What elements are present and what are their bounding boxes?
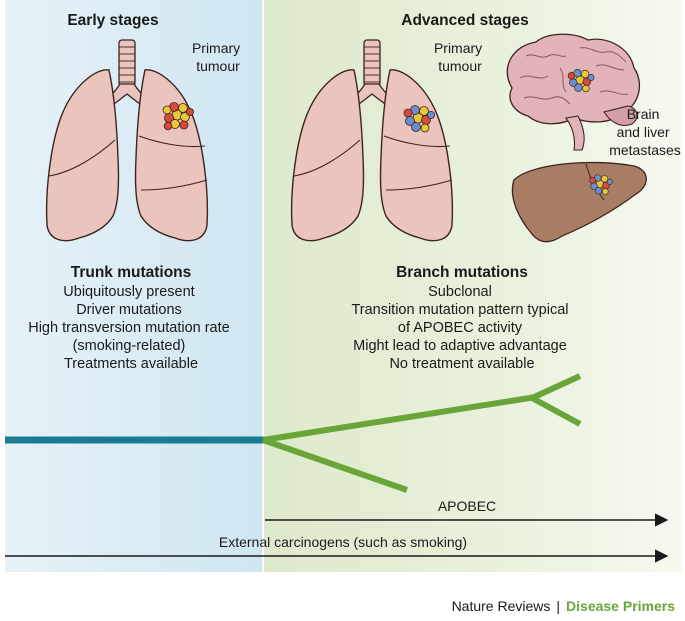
branch-detail-5: No treatment available: [389, 356, 534, 372]
branch-upper: [262, 394, 537, 443]
early-tumour-label-line-2: tumour: [196, 58, 240, 74]
advanced-tumour-label: Primary tumour: [434, 40, 486, 74]
trunk-detail-5: Treatments available: [64, 356, 198, 372]
advanced-stage-title: Advanced stages: [401, 12, 529, 29]
metastases-label-line-3: metastases: [609, 142, 681, 158]
branch-detail-2: Transition mutation pattern typical: [351, 302, 568, 318]
trunk-mutations-details: Ubiquitously present Driver mutations Hi…: [28, 284, 234, 372]
trunk-detail-4: (smoking-related): [73, 338, 186, 354]
carcinogens-label: External carcinogens (such as smoking): [219, 534, 467, 550]
branch-detail-1: Subclonal: [428, 284, 492, 300]
publisher-brand: Nature Reviews: [451, 598, 551, 614]
publisher-credit: Nature Reviews | Disease Primers: [452, 598, 675, 614]
apobec-label: APOBEC: [438, 498, 496, 514]
metastases-label-line-2: and liver: [617, 124, 670, 140]
early-tumour-label-line-1: Primary: [192, 40, 240, 56]
early-tumour-label: Primary tumour: [192, 40, 244, 74]
branch-fork-down: [530, 395, 582, 427]
journal-name: Disease Primers: [566, 598, 675, 614]
branch-detail-3: of APOBEC activity: [398, 320, 523, 336]
trunk-mutations-heading: Trunk mutations: [71, 264, 192, 281]
branch-mutations-details: Subclonal Transition mutation pattern ty…: [351, 284, 572, 372]
metastases-label: Brain and liver metastases: [609, 106, 681, 158]
branch-fork-up: [530, 373, 582, 401]
trunk-detail-3: High transversion mutation rate: [28, 320, 230, 336]
trunk-detail-2: Driver mutations: [76, 302, 182, 318]
branch-lower: [262, 437, 408, 493]
branch-mutations-heading: Branch mutations: [396, 264, 528, 281]
branch-lines: [262, 373, 582, 493]
branch-detail-4: Might lead to adaptive advantage: [353, 338, 567, 354]
metastases-label-line-1: Brain: [627, 106, 660, 122]
advanced-tumour-label-line-1: Primary: [434, 40, 482, 56]
early-stage-title: Early stages: [67, 12, 158, 29]
trunk-detail-1: Ubiquitously present: [63, 284, 194, 300]
advanced-tumour-label-line-2: tumour: [438, 58, 482, 74]
credit-separator: |: [556, 598, 561, 614]
